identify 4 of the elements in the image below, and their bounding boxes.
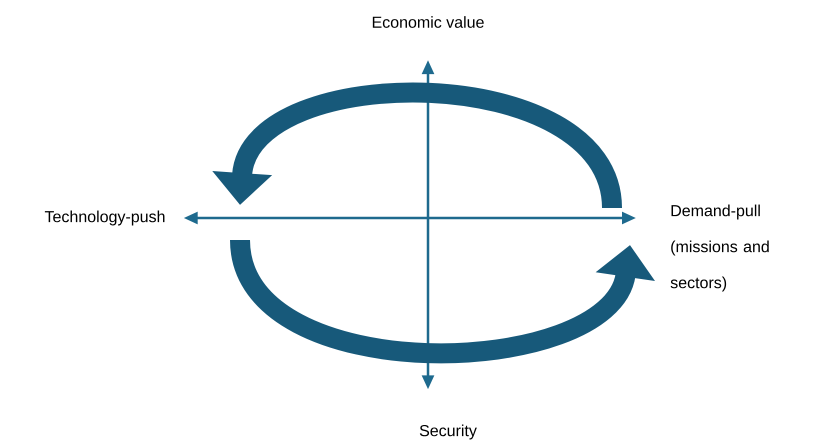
node-label: Technology-push xyxy=(44,210,164,226)
node-label: Security xyxy=(420,424,477,440)
node-label: Economic value xyxy=(372,16,484,28)
node-label: Demand-pull (missions and sectors) xyxy=(670,204,769,292)
